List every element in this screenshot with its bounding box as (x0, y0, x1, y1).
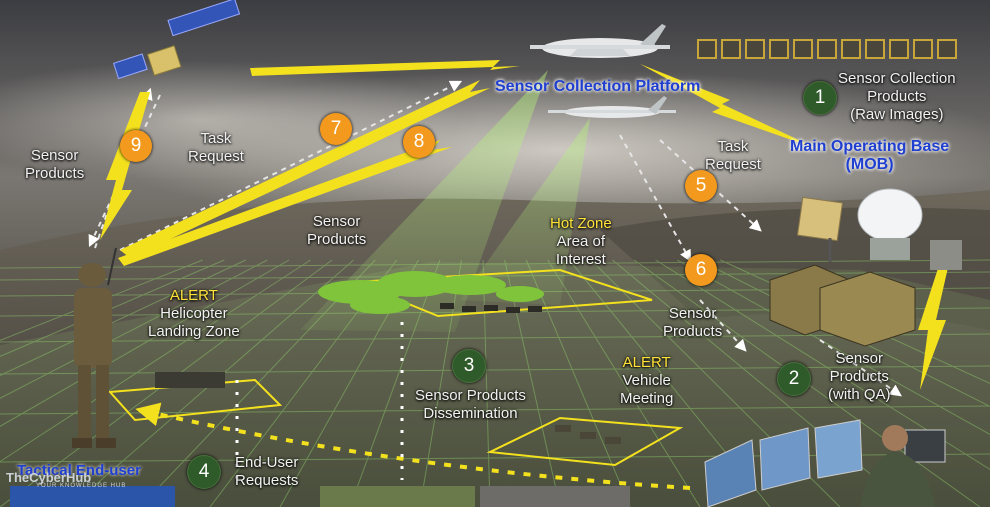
step-badge-9: 9 (120, 130, 152, 162)
raw-image-frames (697, 39, 957, 59)
raw-image-frame (769, 39, 789, 59)
step-badge-2: 2 (777, 362, 811, 396)
label-tactical-end-user: Tactical End-user (17, 462, 141, 479)
shelter-units (769, 240, 962, 347)
raw-image-frame (865, 39, 885, 59)
label-sensor-products-left: Sensor Products (25, 147, 85, 182)
vehicle-icon (555, 425, 621, 444)
monitor-icon (704, 419, 946, 507)
raw-image-frame (745, 39, 765, 59)
grid-line (547, 259, 701, 507)
label-alert-vehicle: ALERT Vehicle Meeting (620, 354, 674, 407)
drone-icon (530, 24, 670, 58)
grid-line (0, 259, 268, 399)
dissemination-flow (135, 402, 691, 490)
hot-zone-outline (354, 268, 653, 318)
label-sensor-products-right: Sensor Products (663, 305, 723, 340)
image-thumbnail (480, 486, 630, 507)
heli-zone-structure (155, 372, 225, 388)
operator-icon (860, 425, 935, 507)
platform-title: Sensor Collection Platform (495, 78, 701, 95)
radar-dish-icon (857, 188, 923, 260)
grid-line (676, 259, 990, 436)
grid-line (0, 259, 311, 463)
satellite-icon (112, 0, 241, 80)
label-end-user-requests: End-User Requests (235, 454, 299, 489)
raw-image-frame (937, 39, 957, 59)
vehicle-icon (440, 303, 542, 313)
label-dissemination: Sensor Products Dissemination (415, 387, 526, 422)
step-badge-5: 5 (685, 170, 717, 202)
raw-image-frame (793, 39, 813, 59)
raw-image-frame (889, 39, 909, 59)
grid-line (0, 333, 990, 343)
label-alert-helicopter: ALERT Helicopter Landing Zone (148, 287, 240, 340)
sensor-beam-low (460, 118, 590, 305)
step-badge-1: 1 (803, 81, 837, 115)
step-badge-7: 7 (320, 113, 352, 145)
label-task-request-left: Task Request (188, 130, 244, 165)
soldier-icon (72, 247, 117, 448)
label-hot-zone: Hot Zone Area of Interest (550, 215, 612, 268)
step-badge-3: 3 (452, 349, 486, 383)
vehicle-zone-outline (486, 416, 684, 467)
step-badge-4: 4 (187, 455, 221, 489)
end-user-device-screen (10, 486, 175, 507)
grid-line (0, 259, 290, 427)
step-badge-8: 8 (403, 126, 435, 158)
lightning-links (100, 60, 952, 390)
label-sensor-products-mid: Sensor Products (307, 213, 367, 248)
raw-image-frame (697, 39, 717, 59)
label-main-operating-base: Main Operating Base (MOB) (790, 138, 950, 173)
grid-line (0, 405, 990, 415)
label-sensor-collection-products: Sensor Collection Products (Raw Images) (838, 70, 956, 123)
label-sensor-products-qa: Sensor Products (with QA) (828, 350, 891, 403)
raw-image-frame (817, 39, 837, 59)
drone-icon (548, 96, 676, 118)
antenna-icon (796, 196, 844, 262)
grid-line (0, 259, 247, 377)
grid-line (0, 259, 225, 358)
vegetation (318, 271, 544, 314)
raw-image-frame (841, 39, 861, 59)
raw-image-frame (721, 39, 741, 59)
map-thumbnail (320, 486, 475, 507)
raw-image-frame (913, 39, 933, 59)
watermark: TheCyberHub YOUR KNOWLEDGE HUB (6, 470, 127, 489)
label-task-request-right: Task Request (705, 138, 761, 173)
step-badge-6: 6 (685, 254, 717, 286)
sensor-beam-high (300, 70, 548, 332)
ground-grid (0, 259, 990, 507)
grid-line (655, 259, 990, 471)
